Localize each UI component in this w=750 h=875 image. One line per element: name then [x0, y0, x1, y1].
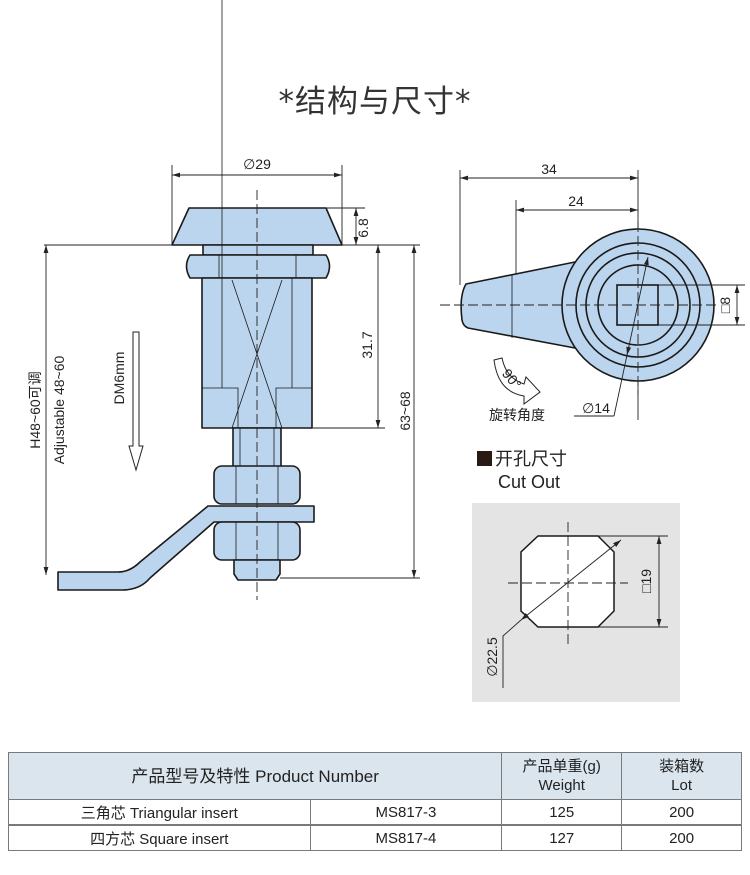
cell-lot: 200 [621, 824, 742, 851]
table-row: 三角芯 Triangular insert MS817-3 125 200 [8, 799, 742, 826]
hex-nut-top [185, 254, 331, 279]
overall-width-label: 34 [541, 161, 557, 177]
cap-height-label: 6.8 [355, 218, 371, 238]
rotation-arrow-icon [493, 357, 541, 405]
cell-weight: 127 [501, 824, 623, 851]
cam-width-label: 24 [568, 193, 584, 209]
table-row: 四方芯 Square insert MS817-4 127 200 [8, 824, 742, 851]
adjustable-height-en-label: Adjustable 48~60 [51, 355, 67, 464]
cell-lot: 200 [621, 799, 742, 826]
cam-arm [57, 505, 315, 591]
side-view: ∅29 [27, 0, 420, 600]
thread-label: DM6mm [111, 352, 127, 405]
header-lot-cn: 装箱数 [659, 758, 705, 775]
inner-diameter-label: ∅14 [582, 400, 610, 416]
cutout-diagonal-label: ∅22.5 [484, 637, 500, 677]
header-product-number: 产品型号及特性 Product Number [7, 752, 503, 800]
front-view: 34 24 □8 ∅14 90° 旋转角度 [440, 161, 745, 423]
overall-length-label: 63~68 [397, 391, 413, 431]
page-title: *结构与尺寸* [278, 84, 472, 120]
header-weight: 产品单重(g) Weight [501, 752, 623, 800]
cell-weight: 125 [501, 799, 623, 826]
header-lot: 装箱数 Lot [621, 752, 742, 800]
header-weight-en: Weight [538, 777, 585, 794]
square-bullet-icon [477, 451, 492, 466]
cutout-heading: 开孔尺寸 Cut Out [477, 448, 567, 494]
rotation-caption: 旋转角度 [489, 407, 545, 423]
thread-direction-arrow-icon [128, 331, 144, 472]
cell-model: MS817-4 [309, 824, 503, 851]
cutout-heading-en: Cut Out [498, 472, 561, 492]
technical-drawing: ∅29 [27, 0, 745, 702]
adjustable-height-cn-label: H48~60可调 [27, 371, 43, 448]
square-insert-size-label: □8 [717, 297, 733, 313]
cap-diameter-label: ∅29 [243, 156, 271, 172]
cutout-shape [520, 535, 615, 628]
header-lot-en: Lot [671, 777, 692, 794]
spec-table: 产品型号及特性 Product Number 产品单重(g) Weight 装箱… [7, 752, 742, 851]
body-length-label: 31.7 [359, 331, 375, 358]
cell-description: 三角芯 Triangular insert [8, 799, 311, 826]
cutout-view: □19 ∅22.5 [484, 522, 668, 688]
cutout-heading-cn: 开孔尺寸 [495, 449, 567, 470]
cell-description: 四方芯 Square insert [8, 824, 311, 851]
cell-model: MS817-3 [309, 799, 503, 826]
table-header-row: 产品型号及特性 Product Number 产品单重(g) Weight 装箱… [7, 752, 742, 800]
cutout-square-size-label: □19 [638, 569, 654, 593]
header-weight-cn: 产品单重(g) [522, 758, 601, 775]
